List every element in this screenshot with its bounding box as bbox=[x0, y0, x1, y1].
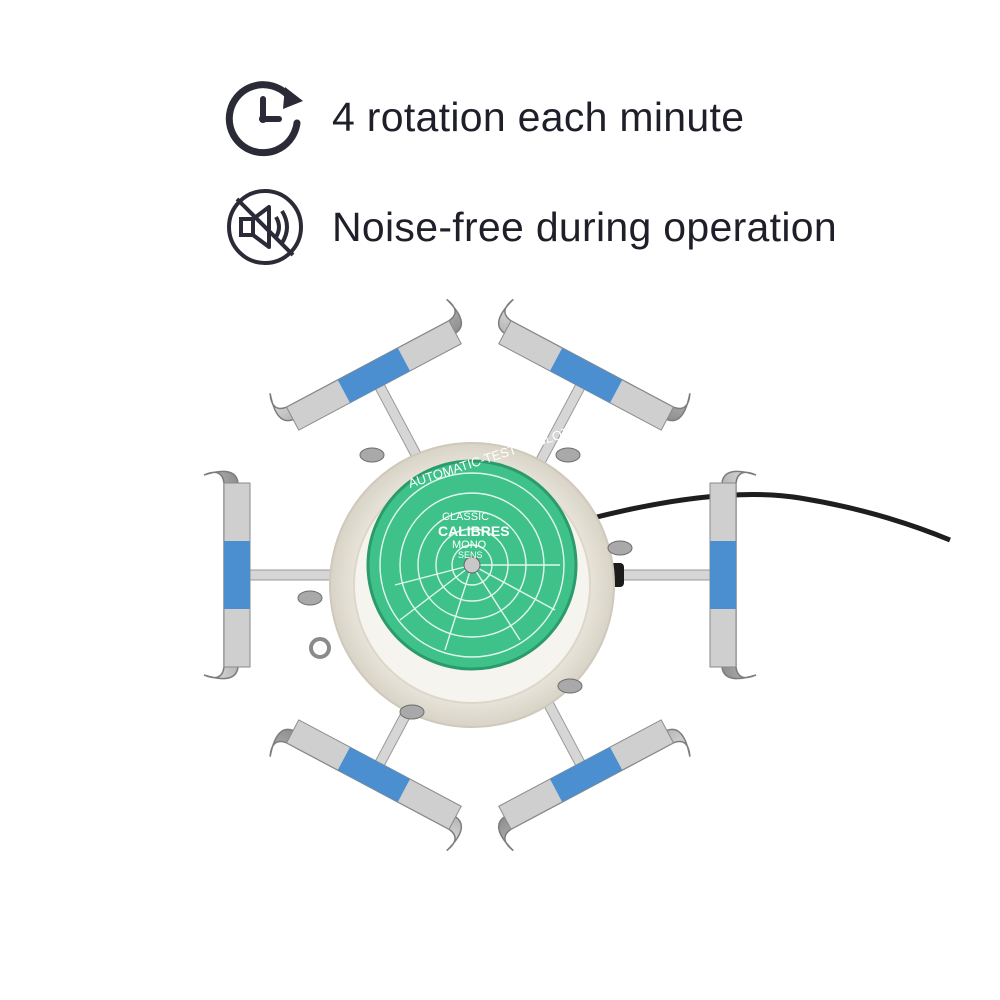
feature-noise-free-text: Noise-free during operation bbox=[332, 203, 837, 250]
feature-rotation-text: 4 rotation each minute bbox=[332, 93, 745, 140]
dial-label-calibres: CALIBRES bbox=[438, 523, 510, 539]
muted-speaker-icon bbox=[220, 182, 310, 272]
feature-noise-free: Noise-free during operation bbox=[220, 182, 837, 272]
dial-label-sens: SENS bbox=[458, 550, 483, 560]
dial-label-mono: MONO bbox=[452, 539, 487, 551]
dial-label-classic: CLASSIC bbox=[442, 511, 489, 523]
wing-nuts bbox=[297, 447, 633, 720]
clock-rotation-icon bbox=[220, 72, 310, 162]
feature-rotation: 4 rotation each minute bbox=[220, 72, 744, 162]
watch-winder-product-image: AUTOMATIC-TEST CYCLOTEST CLASSIC CALIBRE… bbox=[203, 296, 951, 854]
